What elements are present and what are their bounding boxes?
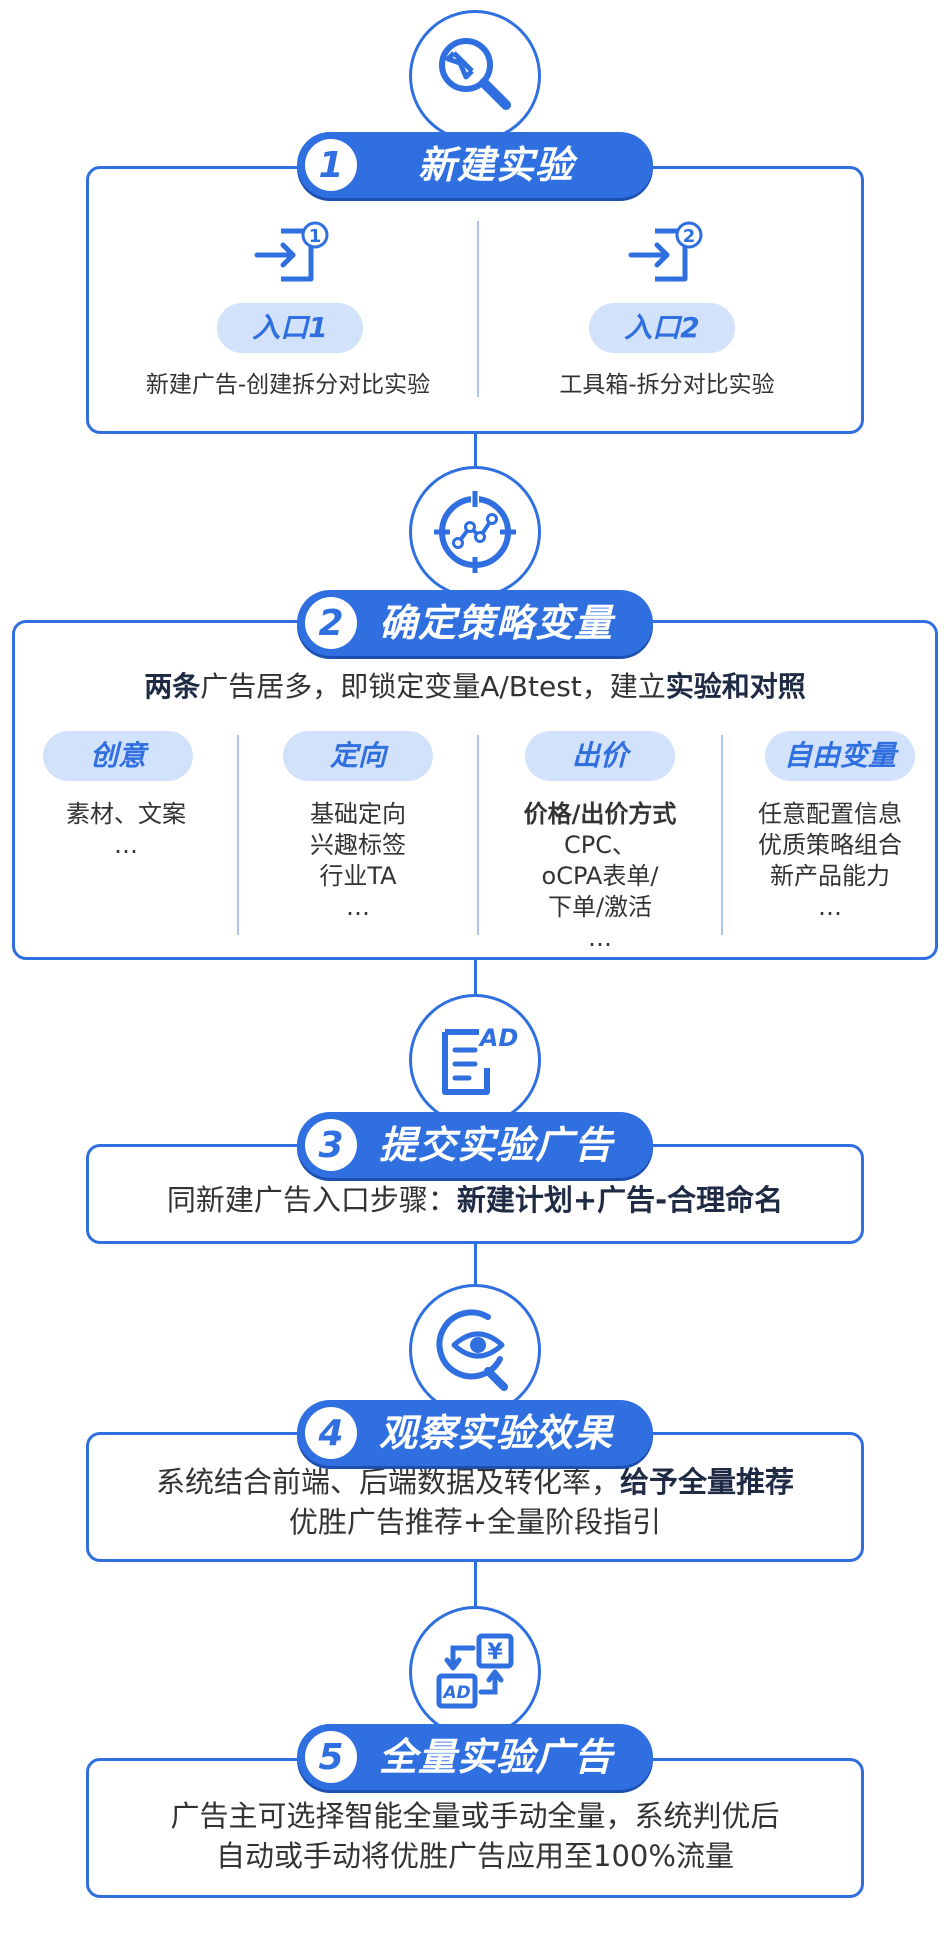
tag-bidding: 出价 [525,731,675,781]
entry-1-badge: 1 [309,226,322,247]
enter-icon: 2 [628,221,703,282]
step-5-title: 全量实验广告 [378,1735,613,1779]
step-2-title: 确定策略变量 [378,601,613,645]
ad-yuan-exchange-icon: ¥ AD [436,1633,514,1709]
step-2-icon-circle [409,466,541,598]
column-line: 素材、文案 [66,800,186,828]
step-1-card: 1 入口1 新建广告-创建拆分对比实验 2 入口2 工具箱-拆分对比实验 [86,166,864,434]
headline-part-2: 广告居多，即锁定变量A/Btest，建立 [200,670,666,703]
step-3-title: 提交实验广告 [378,1123,613,1167]
step-2-number: 2 [305,597,357,649]
step-4-number: 4 [305,1407,357,1459]
step-2-pill: 2 确定策略变量 [297,590,653,656]
step-3-pill: 3 提交实验广告 [297,1112,653,1178]
step-3-bold: 新建计划+广告-合理命名 [456,1183,784,1217]
column-line: 任意配置信息 [758,800,902,828]
ad-document-icon: AD [442,1024,519,1095]
column-line: 优质策略组合 [758,831,902,859]
step-4-line-1: 系统结合前端、后端数据及转化率，给予全量推荐 [89,1463,861,1501]
headline-part-1: 两条 [144,670,201,703]
entry-2-label: 入口2 [589,303,735,353]
step-4-card: 系统结合前端、后端数据及转化率，给予全量推荐 优胜广告推荐+全量阶段指引 [86,1432,864,1562]
column-line: … [818,893,842,921]
connector-3-4 [474,1240,477,1306]
column-targeting: 基础定向 兴趣标签 行业TA … [241,799,475,923]
step-1-pill: 1 新建实验 [297,132,653,198]
step-1-divider [477,221,479,397]
column-line: … [114,831,138,859]
column-line: oCPA表单/ [541,862,659,890]
target-chart-icon [434,491,516,573]
step-4-bold: 给予全量推荐 [620,1465,795,1499]
entry-1-label: 入口1 [217,303,363,353]
step-4-title: 观察实验效果 [378,1411,613,1455]
tag-free-variable: 自由变量 [765,731,915,781]
step-5-number: 5 [305,1731,357,1783]
step-4-line-2: 优胜广告推荐+全量阶段指引 [288,1505,662,1539]
wrench-search-icon [439,38,511,110]
step-1-title: 新建实验 [417,143,574,187]
column-line: 基础定向 [310,800,406,828]
step-2-headline: 两条广告居多，即锁定变量A/Btest，建立实验和对照 [15,665,935,705]
column-line-bold: 价格/出价方式 [523,800,677,828]
step-3-plain: 同新建广告入口步骤： [166,1183,457,1217]
step-5-line-1: 广告主可选择智能全量或手动全量，系统判优后 [170,1799,780,1833]
column-line: CPC、 [564,831,636,859]
step-1-number: 1 [305,139,357,191]
ad-text: AD [478,1024,519,1052]
column-line: 行业TA [319,862,397,890]
column-bidding: 价格/出价方式 CPC、 oCPA表单/ 下单/激活 … [481,799,719,954]
tag-targeting: 定向 [283,731,433,781]
entry-2-desc: 工具箱-拆分对比实验 [559,372,775,398]
step-4-pill: 4 观察实验效果 [297,1400,653,1466]
tag-creative: 创意 [43,731,193,781]
step-5-icon-circle: ¥ AD [409,1606,541,1738]
yuan-text: ¥ [487,1640,503,1665]
column-divider [237,735,239,935]
step-4-icon-circle [409,1284,541,1416]
step-3-text: 同新建广告入口步骤：新建计划+广告-合理命名 [89,1181,861,1219]
step-3-number: 3 [305,1119,357,1171]
step-2-card: 两条广告居多，即锁定变量A/Btest，建立实验和对照 创意 定向 出价 自由变… [12,620,938,960]
column-line: 下单/激活 [547,893,653,921]
entry-1-desc: 新建广告-创建拆分对比实验 [145,372,431,398]
connector-1-2 [474,430,477,470]
column-divider [477,735,479,935]
step-3-icon-circle: AD [409,994,541,1126]
column-line: … [588,924,612,952]
ad-text: AD [441,1683,470,1703]
step-5-pill: 5 全量实验广告 [297,1724,653,1790]
step-1-icon-circle [409,10,541,142]
column-line: 兴趣标签 [310,831,406,859]
column-line: 新产品能力 [770,862,890,890]
column-creative: 素材、文案 … [15,799,237,861]
column-divider [721,735,723,935]
enter-icon: 1 [254,221,329,282]
eye-magnifier-icon [436,1309,508,1391]
step-4-plain: 系统结合前端、后端数据及转化率， [155,1465,620,1499]
connector-4-5 [474,1560,477,1610]
entry-2-badge: 2 [683,226,696,247]
column-free-variable: 任意配置信息 优质策略组合 新产品能力 … [725,799,935,923]
column-line: … [346,893,370,921]
step-5-line-2: 自动或手动将优胜广告应用至100%流量 [216,1839,734,1873]
headline-part-3: 实验和对照 [665,670,806,703]
connector-2-3 [474,958,477,1028]
